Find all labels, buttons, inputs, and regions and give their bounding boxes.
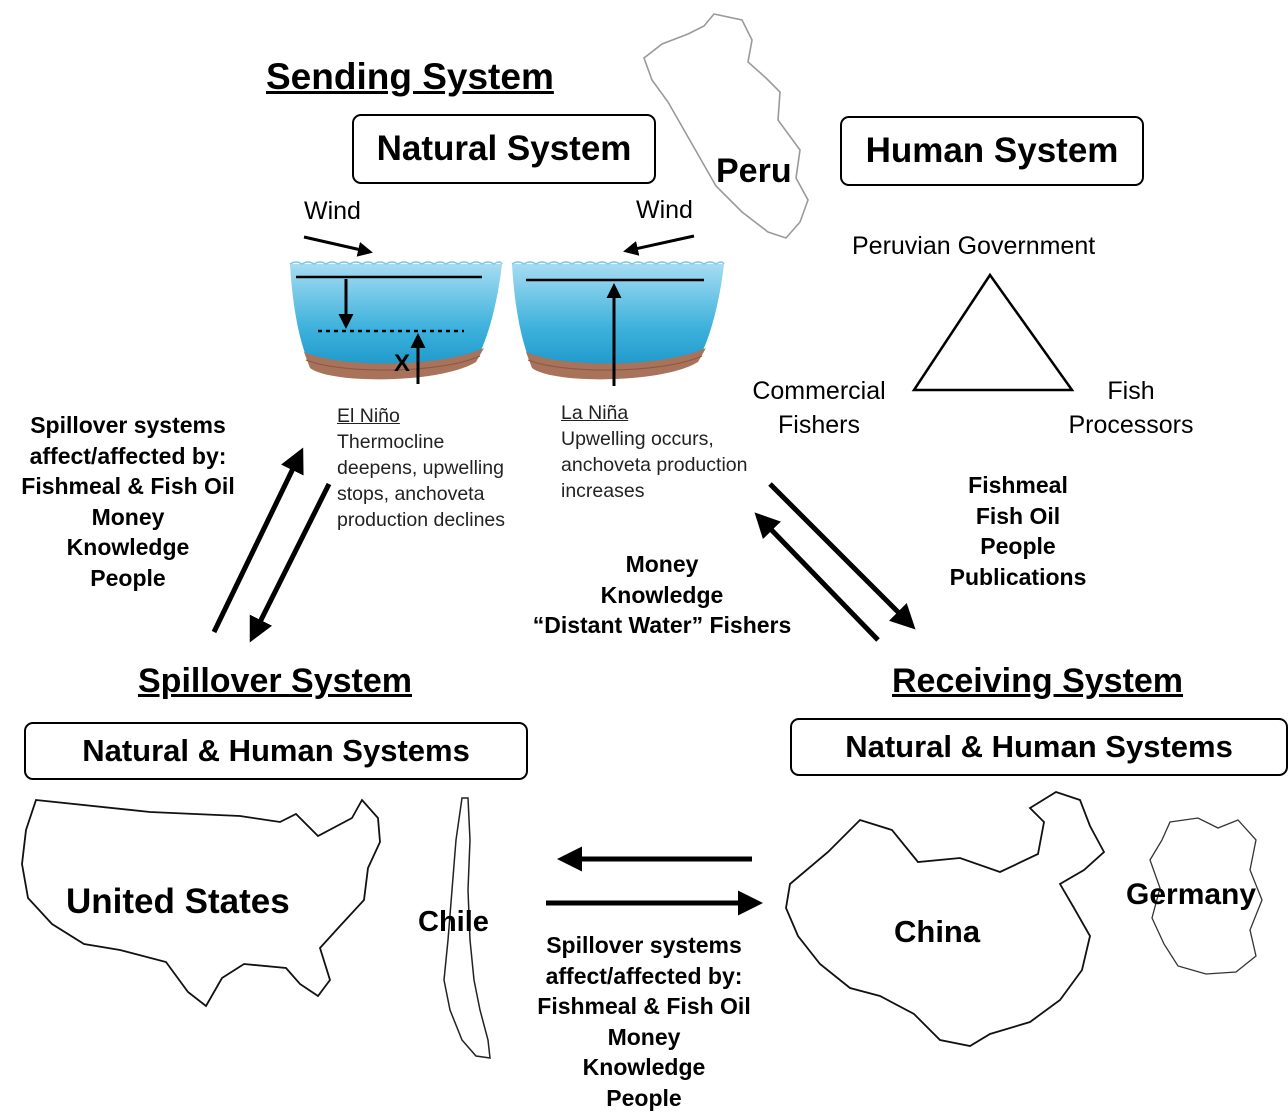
flow-line: Publications	[918, 562, 1118, 593]
sending-system-title: Sending System	[266, 56, 554, 98]
flow-line: People	[2, 563, 254, 594]
china-label: China	[894, 914, 980, 950]
from-receiving-flow-label: Money Knowledge “Distant Water” Fishers	[512, 549, 812, 641]
fish-processors-line: Fish	[1056, 374, 1206, 408]
la-nina-description: La Niña Upwelling occurs, anchoveta prod…	[561, 400, 747, 504]
spillover-natural-human-box: Natural & Human Systems	[24, 722, 528, 780]
receiving-natural-human-box: Natural & Human Systems	[790, 718, 1288, 776]
to-receiving-flow-label: Fishmeal Fish Oil People Publications	[918, 470, 1118, 592]
flow-line: Money	[514, 1022, 774, 1053]
la-nina-line: anchoveta production	[561, 452, 747, 478]
flow-line: Money	[2, 502, 254, 533]
la-nina-ocean-basin	[512, 262, 724, 386]
flow-line: Fishmeal & Fish Oil	[2, 471, 254, 502]
el-nino-line: production declines	[337, 507, 505, 533]
la-nina-line: increases	[561, 478, 747, 504]
flow-line: People	[918, 531, 1118, 562]
el-nino-description: El Niño Thermocline deepens, upwelling s…	[337, 403, 505, 533]
el-nino-title: El Niño	[337, 403, 505, 429]
flow-line: Fish Oil	[918, 501, 1118, 532]
commercial-fishers-label: Commercial Fishers	[744, 374, 894, 442]
chile-label: Chile	[418, 906, 489, 939]
thermocline-marker-x: X	[394, 350, 410, 378]
wind-label-left: Wind	[304, 197, 361, 226]
receiving-system-title: Receiving System	[892, 662, 1183, 701]
flow-line: Spillover systems	[514, 930, 774, 961]
human-system-box: Human System	[840, 116, 1144, 186]
flow-line: Fishmeal & Fish Oil	[514, 991, 774, 1022]
bottom-flow-label: Spillover systems affect/affected by: Fi…	[514, 930, 774, 1113]
flow-line: Money	[512, 549, 812, 580]
el-nino-line: stops, anchoveta	[337, 481, 505, 507]
flow-line: Spillover systems	[2, 410, 254, 441]
flow-line: Knowledge	[512, 580, 812, 611]
wind-arrow-right	[626, 236, 694, 251]
flow-line: affect/affected by:	[2, 441, 254, 472]
arrow-sending-to-spillover	[252, 484, 329, 638]
human-system-triangle	[914, 275, 1072, 390]
natural-system-box: Natural System	[352, 114, 656, 184]
flow-line: Knowledge	[2, 532, 254, 563]
la-nina-title: La Niña	[561, 400, 747, 426]
wind-label-right: Wind	[636, 196, 693, 225]
germany-label: Germany	[1126, 878, 1256, 912]
wind-arrow-left	[304, 237, 370, 252]
el-nino-line: deepens, upwelling	[337, 455, 505, 481]
flow-line: affect/affected by:	[514, 961, 774, 992]
flow-line: Knowledge	[514, 1052, 774, 1083]
united-states-label: United States	[66, 882, 290, 922]
fish-processors-line: Processors	[1056, 408, 1206, 442]
flow-line: People	[514, 1083, 774, 1113]
left-flow-label: Spillover systems affect/affected by: Fi…	[2, 410, 254, 593]
fish-processors-label: Fish Processors	[1056, 374, 1206, 442]
commercial-fishers-line: Commercial	[744, 374, 894, 408]
flow-line: “Distant Water” Fishers	[512, 610, 812, 641]
el-nino-line: Thermocline	[337, 429, 505, 455]
peruvian-government-label: Peruvian Government	[852, 232, 1095, 261]
spillover-system-title: Spillover System	[138, 662, 412, 701]
la-nina-line: Upwelling occurs,	[561, 426, 747, 452]
flow-line: Fishmeal	[918, 470, 1118, 501]
peru-label: Peru	[716, 152, 792, 191]
commercial-fishers-line: Fishers	[744, 408, 894, 442]
